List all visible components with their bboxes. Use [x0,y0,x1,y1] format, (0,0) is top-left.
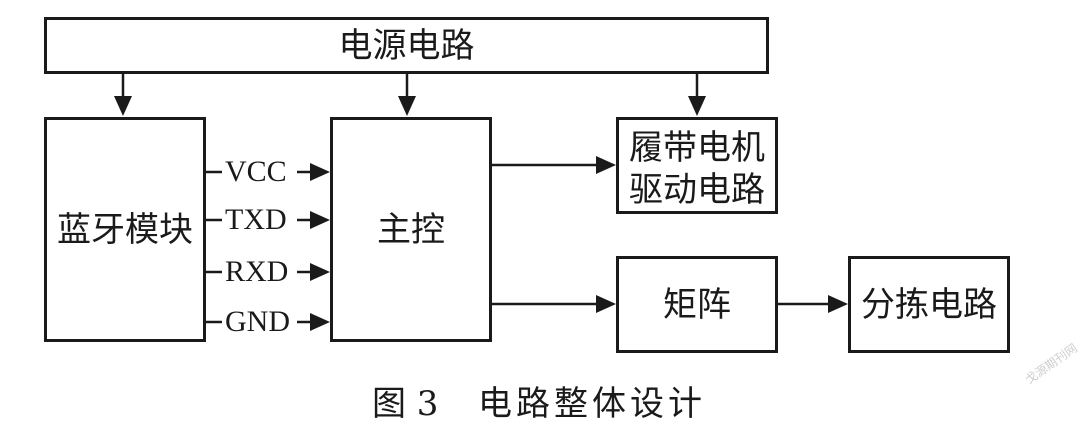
main-controller-label: 主控 [377,210,445,250]
track-motor-driver-label-line2: 驱动电路 [629,170,765,210]
signal-vcc-label: VCC [225,155,287,188]
power-circuit-box: 电源电路 [44,17,769,74]
signal-txd-label: TXD [225,203,287,236]
sorting-circuit-label: 分拣电路 [861,285,997,325]
track-motor-driver-box: 履带电机 驱动电路 [616,117,778,214]
sorting-circuit-box: 分拣电路 [848,256,1010,353]
bluetooth-module-box: 蓝牙模块 [44,117,206,342]
matrix-box: 矩阵 [616,256,778,353]
signal-rxd-label: RXD [225,255,289,288]
figure-title: 电路整体设计 [478,384,706,424]
bluetooth-module-label: 蓝牙模块 [57,210,193,250]
signal-gnd-label: GND [225,305,290,338]
main-controller-box: 主控 [330,117,492,342]
matrix-label: 矩阵 [663,285,731,325]
figure-number: 图 3 [372,384,439,424]
track-motor-driver-label-line1: 履带电机 [629,128,765,168]
power-circuit-label: 电源电路 [338,26,475,66]
